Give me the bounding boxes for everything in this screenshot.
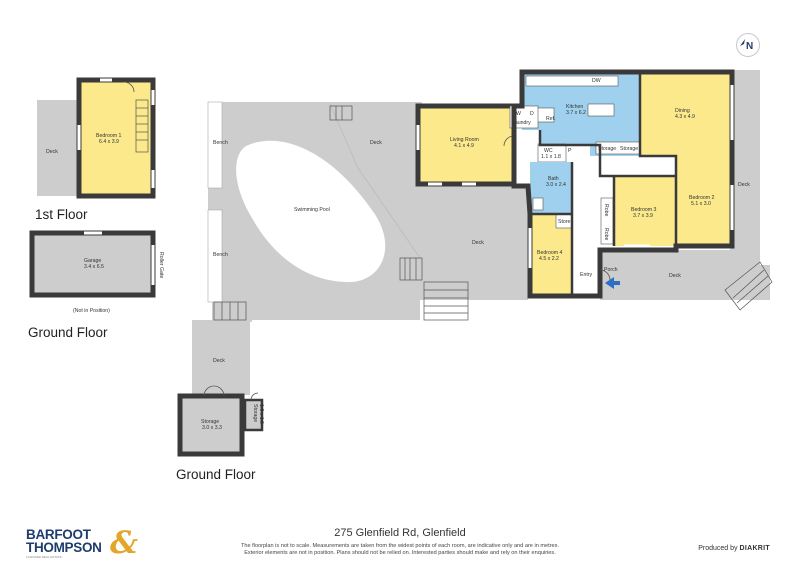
deck-far-right bbox=[730, 70, 760, 250]
label-bench-bottom: Bench bbox=[213, 252, 228, 258]
produced-by-name: DIAKRIT bbox=[739, 545, 770, 552]
label-living-room-size: 4.1 x 4.9 bbox=[454, 143, 474, 149]
label-wc-size: 1.1 x 1.8 bbox=[541, 154, 561, 160]
label-bedroom4-size: 4.5 x 2.2 bbox=[539, 256, 559, 262]
label-bedroom2: Bedroom 2 bbox=[689, 195, 714, 201]
label-storage-small: Storage bbox=[252, 404, 258, 422]
label-dw: DW bbox=[592, 78, 601, 84]
floor-title-first: 1st Floor bbox=[35, 207, 88, 222]
label-store: Store bbox=[558, 219, 571, 225]
label-w: W bbox=[516, 111, 521, 117]
stairs-pool-deck bbox=[399, 257, 423, 281]
bedroom-1 bbox=[79, 80, 153, 196]
brand-logo: BARFOOT THOMPSON LICENSED REAL ESTATE & bbox=[26, 528, 146, 560]
label-kitchen: Kitchen bbox=[566, 104, 583, 110]
label-kitchen-size: 3.7 x 6.2 bbox=[566, 110, 586, 116]
label-deck-right: Deck bbox=[669, 273, 681, 279]
brand-line1: BARFOOT bbox=[26, 527, 91, 542]
deck-right bbox=[600, 250, 770, 300]
compass-label: N bbox=[746, 41, 753, 52]
label-garage-size: 3.4 x 6.5 bbox=[84, 264, 104, 270]
stairs-main-deck bbox=[423, 281, 469, 321]
label-bedroom4: Bedroom 4 bbox=[537, 250, 562, 256]
deck-lower bbox=[192, 320, 250, 395]
label-dining: Dining bbox=[675, 108, 690, 114]
swimming-pool bbox=[236, 140, 386, 283]
property-address: 275 Glenfield Rd, Glenfield bbox=[334, 527, 466, 539]
staircase-first-floor bbox=[135, 99, 149, 153]
brand-line2: THOMPSON bbox=[26, 540, 102, 555]
compass-icon: N bbox=[736, 33, 760, 57]
disclaimer: The floorplan is not to scale. Measureme… bbox=[200, 543, 600, 557]
label-deck-top: Deck bbox=[370, 140, 382, 146]
floor-title-ground-b: Ground Floor bbox=[176, 467, 256, 482]
label-p: P bbox=[568, 148, 572, 154]
label-deck-lower: Deck bbox=[213, 358, 225, 364]
label-storage-a: Storage bbox=[598, 146, 616, 152]
label-storage-small-size: 1.8 x 1.0 bbox=[258, 404, 264, 424]
label-dining-size: 4.3 x 4.9 bbox=[675, 114, 695, 120]
label-bedroom3: Bedroom 3 bbox=[631, 207, 656, 213]
garage bbox=[32, 233, 153, 295]
label-laundry: Laundry bbox=[512, 120, 531, 126]
stairs-lower-deck bbox=[213, 301, 247, 321]
disclaimer-line2: Exterior elements are not in position. P… bbox=[244, 550, 556, 557]
stairs-top-deck bbox=[329, 105, 353, 121]
entry-arrow-icon bbox=[605, 277, 620, 289]
label-swimming-pool: Swimming Pool bbox=[294, 207, 330, 213]
label-robe-a: Robe bbox=[603, 204, 609, 217]
label-garage: Garage bbox=[84, 258, 101, 264]
label-bedroom1: Bedroom 1 bbox=[96, 133, 121, 139]
compass: N bbox=[735, 32, 761, 58]
brand-sub: LICENSED REAL ESTATE bbox=[26, 555, 62, 559]
label-bedroom2-size: 5.1 x 3.0 bbox=[691, 201, 711, 207]
label-ref: Ref. bbox=[546, 116, 556, 122]
bedroom-2 bbox=[676, 156, 732, 246]
disclaimer-line1: The floorplan is not to scale. Measureme… bbox=[240, 543, 560, 549]
floor-title-ground-a: Ground Floor bbox=[28, 325, 108, 340]
label-bedroom1-size: 6.4 x 3.9 bbox=[99, 139, 119, 145]
label-roller-gate: Roller Gate bbox=[158, 252, 164, 278]
produced-by: Produced by DIAKRIT bbox=[698, 545, 770, 552]
label-entry: Entry bbox=[580, 272, 593, 278]
label-deck-1st: Deck bbox=[46, 149, 58, 155]
label-not-in-position: (Not in Position) bbox=[73, 308, 110, 314]
label-d: D bbox=[530, 111, 534, 117]
label-storage: Storage bbox=[201, 419, 219, 425]
hallway bbox=[572, 170, 600, 296]
label-robe-b: Robe bbox=[603, 228, 609, 241]
storage bbox=[180, 396, 242, 454]
bedroom-3 bbox=[614, 176, 676, 246]
label-deck-mid: Deck bbox=[472, 240, 484, 246]
label-bench-top: Bench bbox=[213, 140, 228, 146]
main-ground-floor: Bench Bench Swimming Pool Deck Deck Deck… bbox=[177, 69, 773, 457]
first-floor-plan: Deck Bedroom 1 6.4 x 3.9 bbox=[37, 77, 156, 199]
deck-first-floor bbox=[37, 100, 79, 196]
label-porch: Porch bbox=[604, 267, 618, 273]
label-living-room: Living Room bbox=[450, 137, 479, 143]
label-bath: Bath bbox=[548, 176, 559, 182]
kitchen bbox=[522, 72, 640, 156]
label-bedroom3-size: 3.7 x 3.9 bbox=[633, 213, 653, 219]
label-deck-far-right: Deck bbox=[738, 182, 750, 188]
label-wc: WC bbox=[544, 148, 553, 154]
storage-small bbox=[245, 400, 262, 430]
dining bbox=[640, 72, 732, 156]
produced-by-prefix: Produced by bbox=[698, 545, 738, 552]
bench-top bbox=[207, 101, 223, 189]
living-room bbox=[418, 106, 514, 184]
label-storage-b: Storage bbox=[620, 146, 638, 152]
label-storage-size: 3.0 x 3.3 bbox=[202, 425, 222, 431]
stairs-right-deck bbox=[724, 261, 773, 311]
garage-plan: Garage 3.4 x 6.5 Roller Gate (Not in Pos… bbox=[29, 230, 164, 314]
label-bath-size: 3.0 x 2.4 bbox=[546, 182, 566, 188]
brand-ampersand: & bbox=[110, 525, 138, 561]
